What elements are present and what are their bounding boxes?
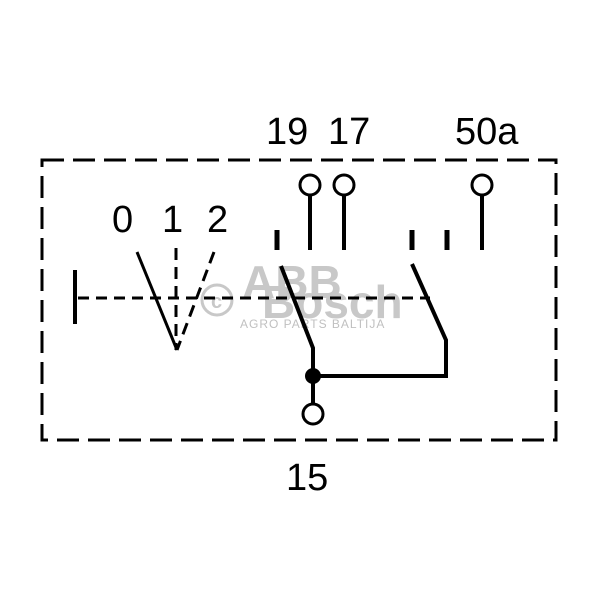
watermark: c ABB Bosch AGRO PARTS BALTIJA	[200, 256, 403, 331]
terminal-19-circle	[298, 173, 322, 197]
position-label-1: 1	[162, 199, 183, 241]
housing-border	[40, 158, 558, 442]
position-label-0: 0	[112, 199, 133, 241]
terminal-50a-circle	[470, 173, 494, 197]
terminal-15-circle	[301, 402, 325, 426]
position-indicator	[135, 248, 216, 351]
watermark-tagline: AGRO PARTS BALTIJA	[240, 317, 385, 331]
watermark-brand: Bosch	[262, 276, 403, 328]
terminal-label-15: 15	[286, 457, 328, 499]
junction-dot	[305, 368, 321, 384]
terminal-label-17: 17	[328, 111, 370, 153]
terminal-label-19: 19	[266, 111, 308, 153]
switch-blade-right	[313, 263, 448, 378]
copyright-icon	[200, 283, 234, 317]
svg-text:c: c	[211, 291, 222, 313]
terminal-17-circle	[332, 173, 356, 197]
terminal-label-50a: 50a	[455, 111, 519, 153]
position-label-2: 2	[207, 199, 228, 241]
switch-blade-left	[279, 265, 315, 404]
